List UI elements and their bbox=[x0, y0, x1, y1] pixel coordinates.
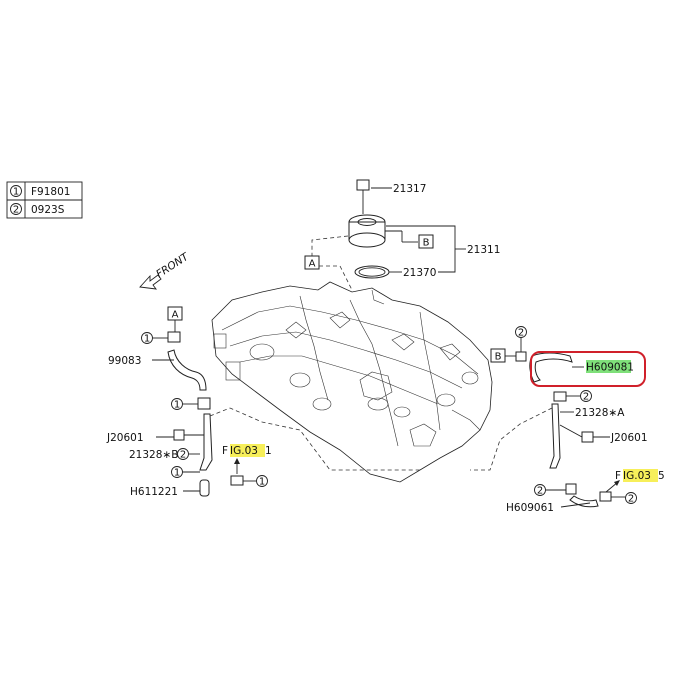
label-h609081: H609081 bbox=[586, 362, 634, 374]
fig-ref-035-highlight: IG.03 bbox=[623, 470, 651, 482]
svg-text:2: 2 bbox=[518, 328, 524, 339]
fig-ref-031-highlight: IG.03 bbox=[230, 445, 258, 457]
hose-h611221 bbox=[199, 479, 210, 497]
oil-cooler-assembly: 21317 B 21370 21311 A bbox=[304, 179, 500, 291]
fig-ref-031-suffix: 1 bbox=[265, 445, 272, 457]
svg-text:1: 1 bbox=[174, 400, 180, 411]
label-99083: 99083 bbox=[108, 355, 141, 367]
marker-2-right-a bbox=[580, 390, 592, 402]
fig-ref-035-prefix: F bbox=[615, 470, 621, 482]
marker-2-top-right bbox=[515, 326, 527, 338]
pipe-21328b bbox=[199, 413, 213, 471]
label-j20601-right: J20601 bbox=[610, 432, 648, 444]
marker-1-a bbox=[141, 332, 153, 344]
right-hose-group: 2 B H609081 bbox=[490, 326, 646, 387]
marker-1-d bbox=[256, 475, 268, 487]
legend-code-2: 0923S bbox=[31, 204, 65, 216]
bolt-j20601-right bbox=[581, 431, 594, 443]
fig-ref-031-prefix: F bbox=[222, 445, 228, 457]
label-21370: 21370 bbox=[403, 267, 436, 279]
svg-text:2: 2 bbox=[537, 486, 543, 497]
label-21328a: 21328∗A bbox=[575, 407, 625, 419]
marker-1-c bbox=[171, 466, 183, 478]
legend-marker-1 bbox=[10, 185, 22, 197]
part-21317-cap bbox=[356, 179, 370, 191]
marker-2-right-c bbox=[625, 492, 637, 504]
hose-99083 bbox=[167, 349, 207, 391]
front-arrow: FRONT bbox=[139, 250, 192, 290]
left-hose-group: A 1 99083 1 J20601 2 21328∗B 1 H611221 bbox=[106, 306, 420, 498]
svg-text:2: 2 bbox=[628, 494, 634, 505]
fig-ref-031: F IG.03 1 1 bbox=[222, 444, 272, 488]
legend-code-1: F91801 bbox=[31, 186, 70, 198]
legend-table: 1 F91801 2 0923S bbox=[6, 181, 83, 219]
marker-b-top bbox=[418, 234, 434, 249]
svg-text:A: A bbox=[172, 310, 179, 321]
svg-text:2: 2 bbox=[583, 392, 589, 403]
label-h611221: H611221 bbox=[130, 486, 178, 498]
pipe-21328a bbox=[549, 403, 561, 469]
svg-text:B: B bbox=[423, 238, 430, 249]
marker-a-top bbox=[304, 255, 320, 270]
marker-b-right bbox=[490, 348, 506, 363]
marker-1-b bbox=[171, 398, 183, 410]
front-label: FRONT bbox=[154, 250, 192, 280]
svg-text:1: 1 bbox=[259, 477, 265, 488]
legend-num-2: 2 bbox=[13, 205, 19, 216]
label-21311: 21311 bbox=[467, 244, 500, 256]
marker-2-left bbox=[177, 448, 189, 460]
fig-ref-035-suffix: 5 bbox=[658, 470, 665, 482]
label-21317: 21317 bbox=[393, 183, 426, 195]
svg-text:2: 2 bbox=[180, 450, 186, 461]
label-21328b: 21328∗B bbox=[129, 449, 178, 461]
label-j20601-left: J20601 bbox=[106, 432, 144, 444]
hose-h609061 bbox=[569, 495, 599, 508]
legend-marker-2 bbox=[10, 203, 22, 215]
callout-highlight-box bbox=[530, 351, 646, 387]
marker-2-right-b bbox=[534, 484, 546, 496]
svg-text:A: A bbox=[309, 259, 316, 270]
right-pipe-group: 2 21328∗A J20601 2 H609061 2 F IG.03 5 bbox=[470, 390, 665, 514]
engine-block bbox=[211, 281, 493, 483]
svg-text:B: B bbox=[495, 352, 502, 363]
label-h609061: H609061 bbox=[506, 502, 554, 514]
legend-num-1: 1 bbox=[13, 187, 19, 198]
svg-text:1: 1 bbox=[144, 334, 150, 345]
svg-text:1: 1 bbox=[174, 468, 180, 479]
bolt-j20601-left bbox=[173, 429, 185, 441]
hose-h609081 bbox=[529, 352, 573, 383]
